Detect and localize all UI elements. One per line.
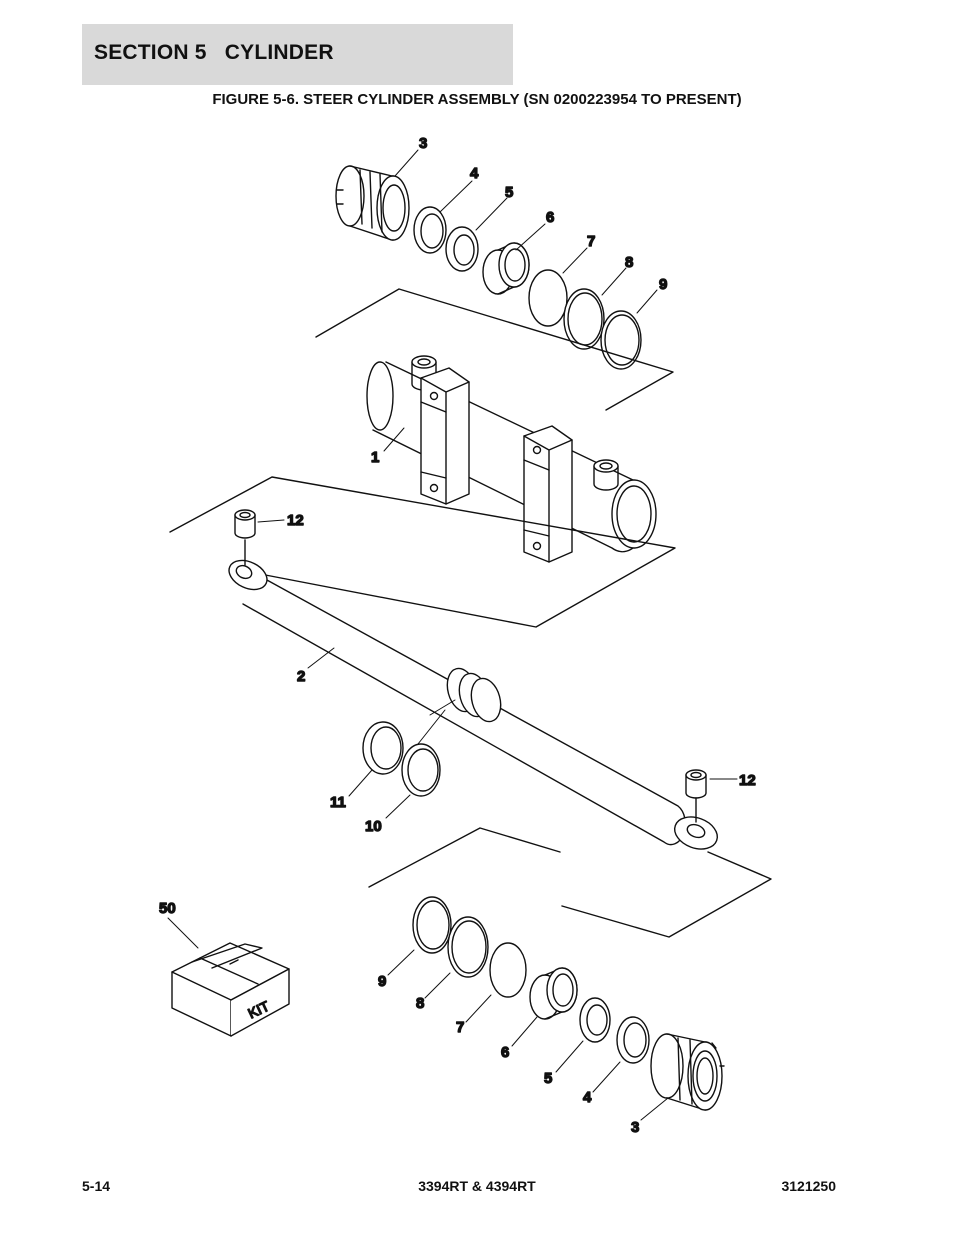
bushing-12-top <box>234 509 256 566</box>
callout-50: 50 <box>159 900 176 917</box>
o-ring-7-bottom <box>489 942 527 998</box>
callout-9-top: 9 <box>659 276 667 293</box>
callout-1: 1 <box>371 449 379 466</box>
callout-5-bottom: 5 <box>544 1070 552 1087</box>
section-header-band <box>82 24 513 85</box>
callout-4-top: 4 <box>470 165 479 182</box>
rod-reference-plane <box>169 476 676 628</box>
barrel-reference-plane <box>315 288 674 411</box>
callout-9-bottom: 9 <box>378 973 386 990</box>
callout-12-bottom: 12 <box>739 772 756 789</box>
callout-6-bottom: 6 <box>501 1044 509 1061</box>
cylinder-barrel <box>366 355 657 563</box>
bushing-12-bottom <box>685 769 707 823</box>
backup-ring-8-bottom <box>447 916 489 978</box>
o-ring-9-top <box>600 310 642 370</box>
section-title: SECTION 5 CYLINDER <box>94 41 334 64</box>
callout-6-top: 6 <box>546 209 554 226</box>
callout-10: 10 <box>365 818 382 835</box>
footer-page-number: 5-14 <box>82 1178 111 1194</box>
callout-8-bottom: 8 <box>416 995 424 1012</box>
callout-12-top: 12 <box>287 512 304 529</box>
callout-2: 2 <box>297 668 305 685</box>
callout-8-top: 8 <box>625 254 633 271</box>
wiper-seal-4-bottom <box>616 1016 650 1064</box>
wear-ring-top <box>482 242 530 295</box>
leader-lines <box>167 149 738 1121</box>
wear-ring-11 <box>362 721 404 775</box>
o-ring-7-top <box>528 269 568 327</box>
backup-ring-8-top <box>563 288 605 350</box>
bottom-reference-plane <box>368 827 772 938</box>
footer-doc-number: 3121250 <box>781 1178 836 1194</box>
piston-seal-10 <box>401 743 441 797</box>
head-gland-bottom <box>650 1033 725 1111</box>
figure-title: FIGURE 5-6. STEER CYLINDER ASSEMBLY (SN … <box>212 91 742 108</box>
callout-7-top: 7 <box>587 233 595 250</box>
footer-model: 3394RT & 4394RT <box>418 1178 536 1194</box>
wear-ring-6-bottom <box>529 967 578 1020</box>
o-ring-9-bottom <box>412 896 452 954</box>
callout-11: 11 <box>330 794 346 811</box>
rod-seal-5-bottom <box>579 997 611 1043</box>
callout-3-bottom: 3 <box>631 1119 639 1136</box>
head-gland-top <box>335 165 410 241</box>
callout-5-top: 5 <box>505 184 513 201</box>
callout-3-top: 3 <box>419 135 427 152</box>
callout-4-bottom: 4 <box>583 1089 592 1106</box>
rod-seal-top <box>445 226 479 272</box>
cylinder-rod <box>228 559 719 850</box>
wiper-seal-top <box>413 206 447 254</box>
seal-kit-box <box>171 942 290 1037</box>
callout-7-bottom: 7 <box>456 1019 464 1036</box>
